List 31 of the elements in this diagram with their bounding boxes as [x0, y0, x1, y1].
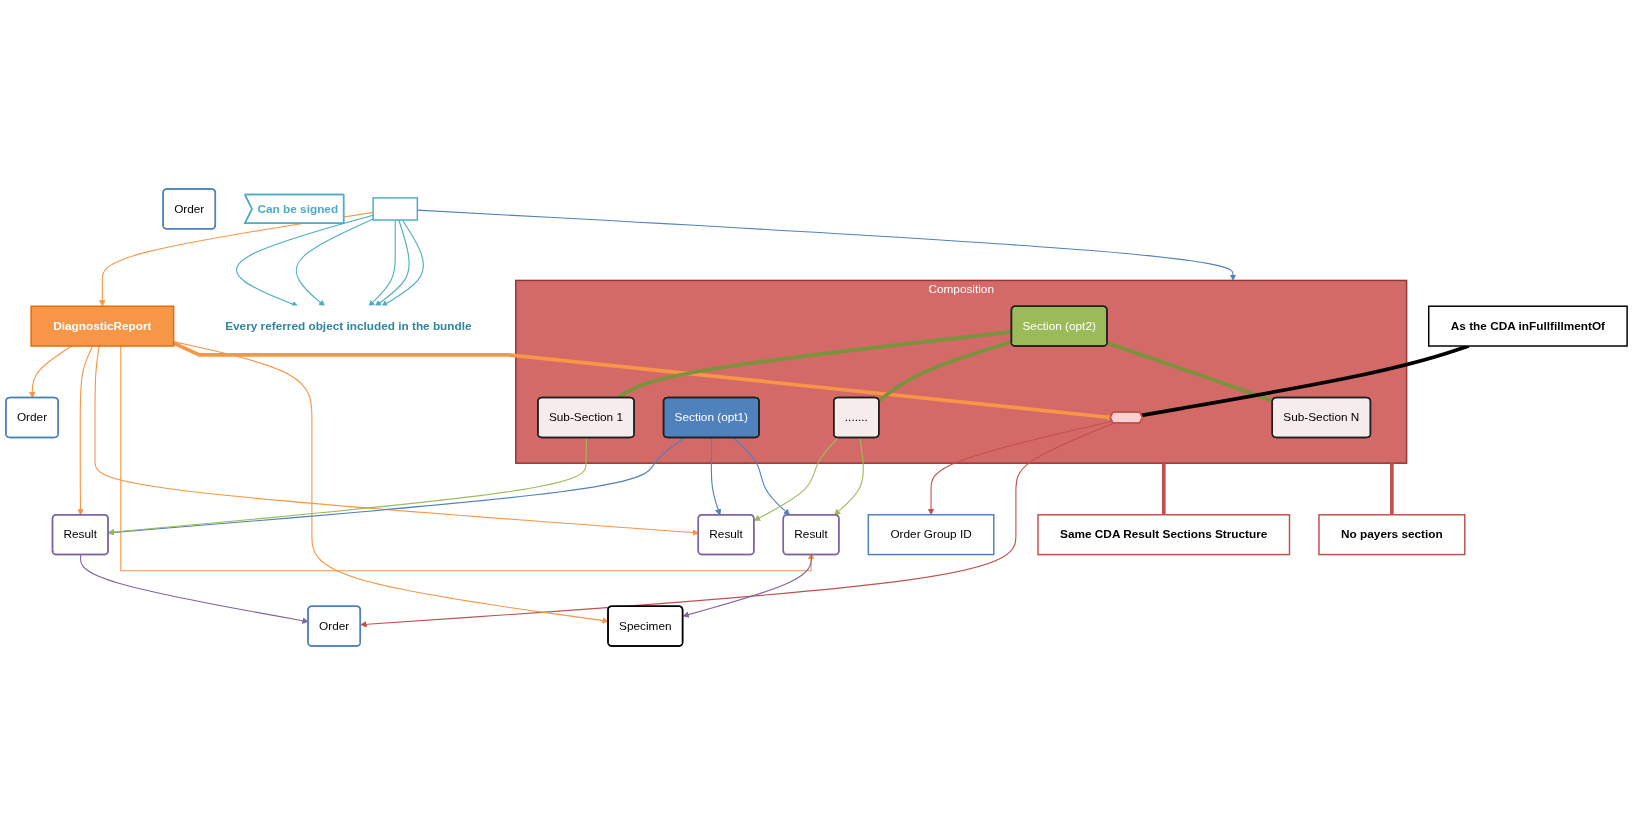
- node-box: No payers section: [1318, 514, 1466, 556]
- arrow: [368, 219, 396, 307]
- connector: [1161, 463, 1166, 515]
- node-text: Every referred object included in the bundle: [225, 319, 472, 333]
- arrow: [295, 218, 374, 307]
- arrow: [710, 437, 722, 516]
- node-box: [372, 197, 419, 221]
- node-box: Same CDA Result Sections Structure: [1037, 514, 1291, 556]
- node-box: Order Group ID: [867, 514, 995, 556]
- arrow: [927, 420, 1113, 516]
- arrow: [732, 437, 790, 516]
- arrow: [834, 437, 864, 516]
- node-box: DiagnosticReport: [30, 305, 175, 347]
- connector: [1106, 341, 1274, 403]
- arrow: [80, 554, 309, 624]
- arrow: [173, 341, 609, 624]
- connector: [1390, 463, 1394, 515]
- arrow: [381, 219, 425, 307]
- arrow: [108, 437, 587, 536]
- arrow: [753, 437, 839, 521]
- arrow: [235, 214, 374, 308]
- arrow: [29, 345, 73, 399]
- arrow: [108, 437, 685, 536]
- arrow: [682, 554, 812, 618]
- arrow: [120, 345, 815, 572]
- arrow: [77, 345, 94, 516]
- arrow: [94, 345, 699, 536]
- connector: [877, 339, 1013, 403]
- arrow: [360, 422, 1114, 628]
- node-box: As the CDA inFullfillmentOf: [1428, 305, 1628, 347]
- arrow: [374, 219, 410, 307]
